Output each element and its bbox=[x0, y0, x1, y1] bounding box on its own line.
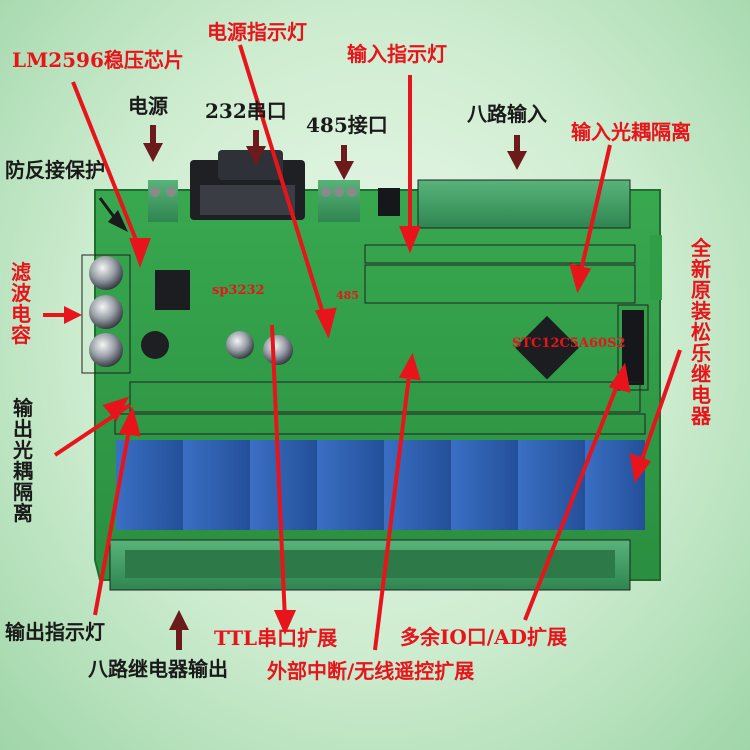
label-lm2596: LM2596稳压芯片 bbox=[12, 48, 184, 72]
label-ext-interrupt: 外部中断/无线遥控扩展 bbox=[267, 659, 475, 683]
input-opto-strip bbox=[364, 264, 636, 304]
power-terminal bbox=[148, 180, 178, 222]
silk-485: 485 bbox=[336, 289, 359, 302]
silk-mcu: STC12C5A60S2 bbox=[512, 336, 626, 351]
label-rs485: 485接口 bbox=[306, 113, 388, 137]
label-ttl-serial: TTL串口扩展 bbox=[214, 626, 338, 650]
output-opto-strip bbox=[129, 381, 641, 413]
silk-sp3232: sp3232 bbox=[212, 283, 265, 298]
label-reverse-protect: 防反接保护 bbox=[5, 158, 105, 182]
label-output-led: 输出指示灯 bbox=[5, 620, 105, 644]
label-input-led: 输入指示灯 bbox=[347, 42, 447, 66]
input-led-strip bbox=[364, 244, 636, 264]
label-power: 电源 bbox=[128, 94, 168, 118]
output-led-strip bbox=[114, 413, 646, 435]
spare-io-header bbox=[617, 304, 649, 391]
label-filter-cap: 滤波电容 bbox=[11, 260, 31, 347]
label-new-relays: 全新原装松乐继电器 bbox=[691, 236, 711, 428]
rs485-terminal bbox=[318, 180, 360, 222]
label-eight-inputs: 八路输入 bbox=[467, 102, 547, 126]
label-power-led: 电源指示灯 bbox=[207, 20, 307, 44]
relay-row bbox=[116, 440, 645, 530]
filter-capacitor-box bbox=[81, 254, 131, 374]
label-output-opto: 输出光耦隔离 bbox=[13, 396, 33, 525]
label-input-opto: 输入光耦隔离 bbox=[571, 120, 691, 144]
label-rs232: 232串口 bbox=[205, 99, 287, 123]
label-spare-io: 多余IO口/AD扩展 bbox=[400, 625, 567, 649]
label-eight-relay-out: 八路继电器输出 bbox=[88, 657, 228, 681]
lm2596-chip bbox=[155, 270, 190, 310]
mcu-chip bbox=[515, 315, 579, 380]
